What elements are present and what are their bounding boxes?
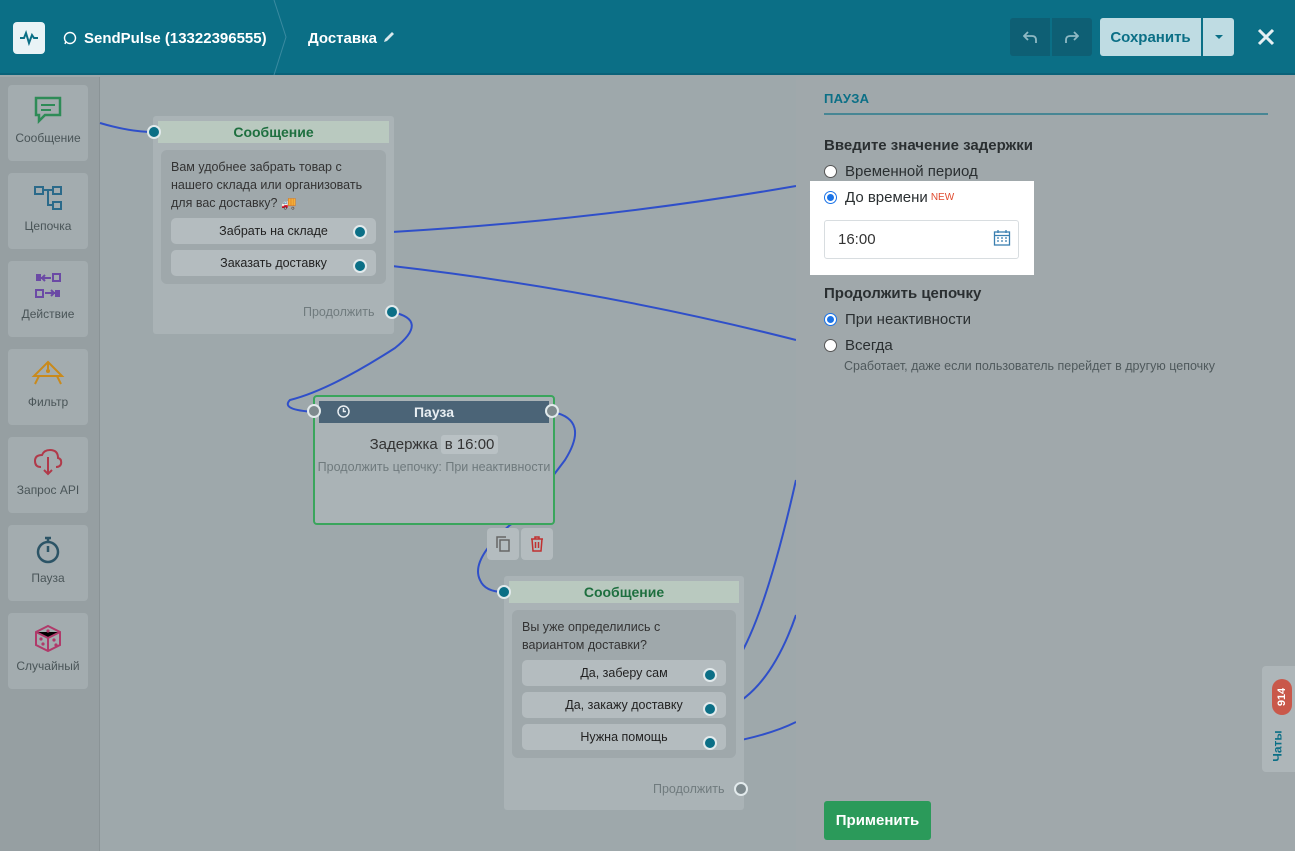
chain-heading: Продолжить цепочку [824, 285, 982, 302]
delay-label: Задержка [369, 436, 438, 453]
app-logo-icon[interactable] [13, 22, 45, 54]
save-button[interactable]: Сохранить [1100, 18, 1201, 56]
clock-icon [337, 405, 350, 418]
panel-title: ПАУЗА [824, 91, 870, 106]
top-header: SendPulse (13322396555) Доставка Сохрани… [0, 0, 1295, 75]
radio-label: Всегда [845, 337, 893, 354]
sidebar-item-api-request[interactable]: Запрос API [8, 437, 88, 513]
continue-label: Продолжить [653, 782, 725, 796]
trash-icon [531, 536, 543, 552]
pause-continue-text: Продолжить цепочку: При неактивности [317, 460, 551, 474]
delay-heading: Введите значение задержки [824, 137, 1033, 154]
radio-label: При неактивности [845, 311, 971, 328]
redo-button[interactable] [1052, 18, 1092, 56]
delay-value: в 16:00 [440, 435, 499, 454]
sidebar-item-message[interactable]: Сообщение [8, 85, 88, 161]
message-node-2[interactable]: Сообщение Вы уже определились с варианто… [504, 576, 744, 810]
message-button[interactable]: Заказать доставку [171, 250, 376, 276]
message-text: Вам удобнее забрать товар с нашего склад… [171, 160, 363, 210]
undo-icon [1023, 31, 1037, 43]
node-title: Пауза [413, 404, 454, 420]
radio-button[interactable] [824, 165, 837, 178]
output-port[interactable] [545, 404, 559, 418]
input-port[interactable] [147, 125, 161, 139]
message-body: Вы уже определились с вариантом доставки… [512, 610, 736, 758]
message-button[interactable]: Да, закажу доставку [522, 692, 726, 718]
action-icon [35, 273, 61, 298]
radio-always[interactable]: Всегда [824, 337, 893, 354]
save-dropdown-button[interactable] [1203, 18, 1234, 56]
filter-icon [31, 360, 65, 385]
continue-port[interactable] [734, 782, 748, 796]
copy-icon [496, 536, 510, 552]
chevron-down-icon [1214, 35, 1223, 39]
radio-button[interactable] [824, 191, 837, 204]
close-button[interactable] [1253, 24, 1279, 50]
undo-button[interactable] [1010, 18, 1050, 56]
output-port[interactable] [353, 225, 367, 239]
api-request-icon [33, 448, 63, 476]
output-port[interactable] [703, 702, 717, 716]
radio-button[interactable] [824, 313, 837, 326]
node-title: Сообщение [509, 581, 739, 603]
sidebar-item-filter[interactable]: Фильтр [8, 349, 88, 425]
delete-button[interactable] [521, 528, 553, 560]
redo-icon [1065, 31, 1079, 43]
whatsapp-icon [63, 31, 77, 45]
radio-label: До времени [845, 189, 928, 206]
panel-divider [824, 113, 1268, 115]
chain-icon [34, 186, 62, 210]
sidebar-item-pause[interactable]: Пауза [8, 525, 88, 601]
flow-name[interactable]: Доставка [308, 30, 377, 47]
breadcrumb-separator [273, 0, 287, 75]
blocks-sidebar: Сообщение Цепочка Действие Фильтр Запрос… [0, 77, 100, 851]
sidebar-item-chain[interactable]: Цепочка [8, 173, 88, 249]
input-port[interactable] [497, 585, 511, 599]
chats-label[interactable]: Чаты [1271, 730, 1286, 762]
message-button[interactable]: Да, заберу сам [522, 660, 726, 686]
pause-node-header: Пауза [319, 401, 549, 423]
output-port[interactable] [703, 668, 717, 682]
sidebar-item-random[interactable]: Случайный [8, 613, 88, 689]
radio-button[interactable] [824, 339, 837, 352]
message-text: Вы уже определились с вариантом доставки… [522, 620, 661, 652]
radio-label: Временной период [845, 163, 978, 180]
message-button[interactable]: Нужна помощь [522, 724, 726, 750]
message-body: Вам удобнее забрать товар с нашего склад… [161, 150, 386, 284]
close-icon [1257, 28, 1275, 46]
message-node-1[interactable]: Сообщение Вам удобнее забрать товар с на… [153, 116, 394, 334]
output-port[interactable] [353, 259, 367, 273]
radio-inactive[interactable]: При неактивности [824, 311, 971, 328]
calendar-icon[interactable] [993, 229, 1011, 247]
node-title: Сообщение [158, 121, 389, 143]
message-icon [34, 96, 62, 125]
bot-name[interactable]: SendPulse (13322396555) [84, 30, 267, 47]
edit-pencil-icon[interactable] [382, 30, 396, 44]
continue-label: Продолжить [303, 305, 375, 319]
chats-count-badge: 914 [1272, 679, 1292, 715]
time-input[interactable]: 16:00 [824, 220, 1019, 259]
stopwatch-icon [36, 536, 60, 564]
radio-time-period[interactable]: Временной период [824, 163, 978, 180]
sidebar-item-action[interactable]: Действие [8, 261, 88, 337]
output-port[interactable] [703, 736, 717, 750]
continue-port[interactable] [385, 305, 399, 319]
always-hint: Сработает, даже если пользователь перейд… [844, 359, 1216, 373]
new-badge: NEW [930, 192, 955, 203]
message-button[interactable]: Забрать на складе [171, 218, 376, 244]
apply-button[interactable]: Применить [824, 801, 931, 840]
dice-icon [35, 624, 61, 653]
input-port[interactable] [307, 404, 321, 418]
copy-button[interactable] [487, 528, 519, 560]
